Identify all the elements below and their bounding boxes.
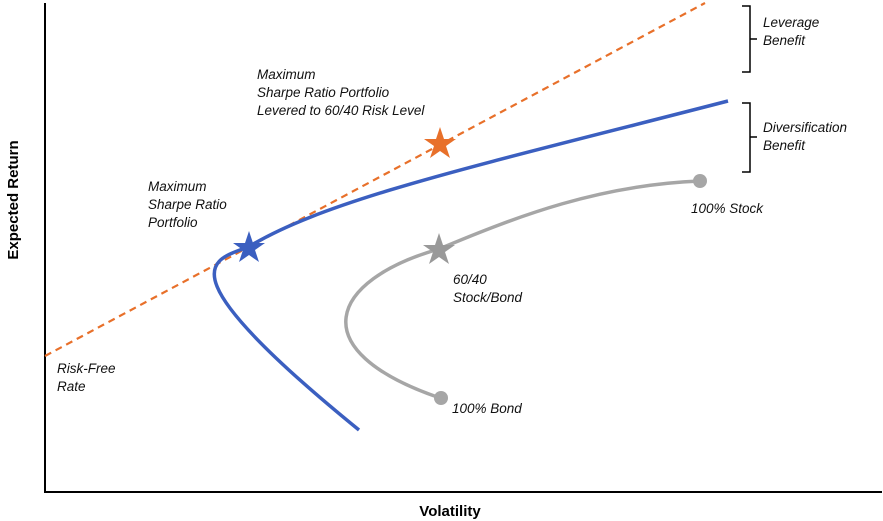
- max-sharpe-label-line-3: Portfolio: [148, 215, 198, 230]
- risk-free-label-line-2: Rate: [57, 379, 86, 394]
- diversification-benefit-bracket: [742, 102, 757, 173]
- capital-market-line: [44, 2, 706, 357]
- levered-label-line-3: Levered to 60/40 Risk Level: [257, 103, 425, 118]
- efficient-frontier-curve: [212, 99, 729, 432]
- levered-label-line-2: Sharpe Ratio Portfolio: [257, 85, 390, 100]
- leverage-benefit-label-line-2: Benefit: [763, 33, 806, 48]
- x-axis-title: Volatility: [419, 503, 481, 520]
- sixty-forty-star-icon: [423, 233, 455, 264]
- levered-label-line-1: Maximum: [257, 67, 316, 82]
- levered-star-icon: [424, 127, 456, 158]
- y-axis-title: Expected Return: [5, 140, 22, 259]
- sixty-forty-label-line-1: 60/40: [453, 272, 487, 287]
- leverage-benefit-label-line-1: Leverage: [763, 15, 819, 30]
- leverage-benefit-bracket: [742, 5, 757, 73]
- diversification-benefit-label-line-2: Benefit: [763, 138, 806, 153]
- bond-label: 100% Bond: [452, 401, 522, 416]
- sixty-forty-label-line-2: Stock/Bond: [453, 290, 523, 305]
- risk-free-label-line-1: Risk-Free: [57, 361, 116, 376]
- stock-bond-frontier-curve: [344, 179, 701, 400]
- max-sharpe-label-line-2: Sharpe Ratio: [148, 197, 227, 212]
- stock-point-marker: [693, 174, 707, 188]
- diversification-benefit-label-line-1: Diversification: [763, 120, 847, 135]
- bond-point-marker: [434, 391, 448, 405]
- max-sharpe-star-icon: [233, 231, 265, 262]
- max-sharpe-label-line-1: Maximum: [148, 179, 207, 194]
- stock-label: 100% Stock: [691, 201, 764, 216]
